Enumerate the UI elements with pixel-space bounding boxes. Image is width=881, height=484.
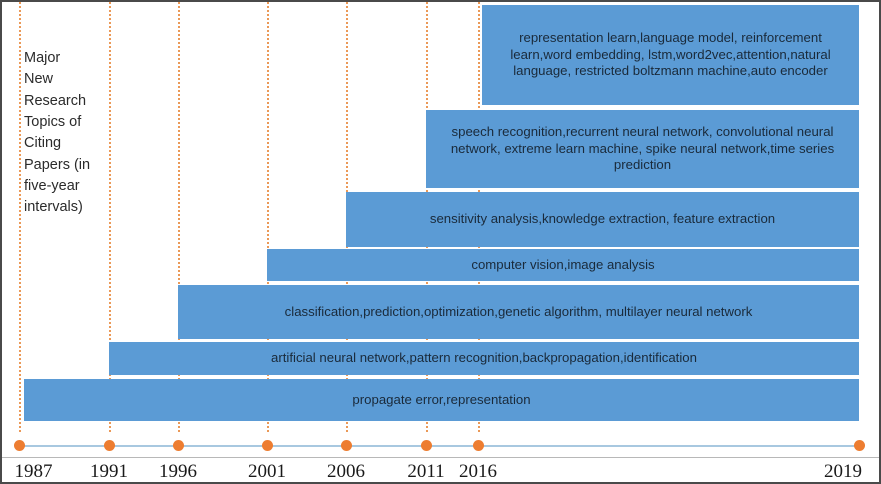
topic-bar-2011[interactable]: speech recognition,recurrent neural netw…	[426, 110, 859, 188]
gridline-1996	[178, 2, 180, 432]
axis-tick-2011: 2011	[407, 461, 445, 482]
topic-bar-label: computer vision,image analysis	[471, 256, 655, 272]
axis-tick-1991: 1991	[90, 461, 128, 482]
axis-dot-1987[interactable]	[13, 440, 25, 451]
axis-tick-2006: 2006	[327, 461, 365, 482]
axis-tick-1987: 1987	[14, 461, 53, 482]
page-title: Major New Research Topics of Citing Pape…	[24, 50, 91, 216]
topic-bar-label: propagate error,representation	[352, 391, 531, 407]
axis-dot-1996[interactable]	[172, 440, 184, 451]
axis-dot-2001[interactable]	[261, 440, 273, 451]
axis-tick-2019: 2019	[824, 461, 863, 482]
topic-bar-label: representation learn,language model, rei…	[510, 29, 831, 79]
topic-bar-label: sensitivity analysis,knowledge extractio…	[429, 211, 776, 227]
axis-tick-2016: 2016	[459, 461, 497, 482]
plot-area: Major New Research Topics of Citing Pape…	[2, 2, 879, 432]
axis-tick-labels: 1987 1991 1996 2001 2006 2011 2016 2019	[2, 457, 879, 482]
axis-tick-2001: 2001	[248, 461, 286, 482]
topic-bar-1987[interactable]: propagate error,representation	[24, 379, 859, 421]
axis-dot-2011[interactable]	[420, 440, 432, 451]
gridline-1991	[109, 2, 111, 432]
topic-bar-2001[interactable]: computer vision,image analysis	[267, 249, 859, 281]
gridline-1987	[19, 2, 21, 432]
topic-bar-2016[interactable]: representation learn,language model, rei…	[482, 5, 859, 105]
axis-dot-2016[interactable]	[472, 440, 484, 451]
axis-dot-1991[interactable]	[103, 440, 115, 451]
topic-bar-label: artificial neural network,pattern recogn…	[271, 350, 697, 366]
topic-bar-2006[interactable]: sensitivity analysis,knowledge extractio…	[346, 192, 859, 247]
axis-dot-2019[interactable]	[853, 440, 865, 451]
axis-line	[19, 445, 859, 447]
axis-dot-2006[interactable]	[340, 440, 352, 451]
topic-bar-label: classification,prediction,optimization,g…	[284, 303, 753, 319]
axis-tick-1996: 1996	[159, 461, 197, 482]
topic-bar-1996[interactable]: classification,prediction,optimization,g…	[178, 285, 859, 339]
timeline-axis	[2, 432, 879, 460]
gridline-2001	[267, 2, 269, 432]
topic-bar-label: speech recognition,recurrent neural netw…	[450, 123, 835, 173]
topic-bar-1991[interactable]: artificial neural network,pattern recogn…	[109, 342, 859, 375]
